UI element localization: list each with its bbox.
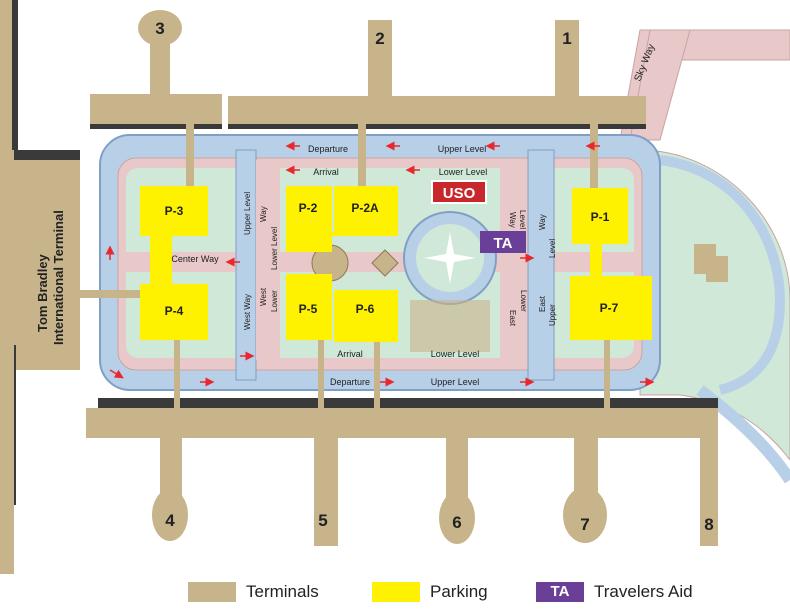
parking-p5[interactable] [286,274,332,340]
parking-p4[interactable] [140,284,208,340]
east-ramps [639,149,790,484]
west-label: West [259,287,268,306]
way-right-top-label: Way [508,212,517,228]
arrival-top-label: Arrival [313,167,339,177]
parking-p3[interactable] [140,186,208,236]
parking-p7[interactable] [570,276,652,340]
ta-label: TA [494,235,513,252]
terminal-7-label: 7 [580,515,589,534]
legend-ta-label: Travelers Aid [594,582,693,601]
upper-level-left-label: Upper Level [243,192,252,235]
terminal-5 [314,438,338,546]
terminal-2 [228,20,498,194]
terminal-2-label: 2 [375,29,384,48]
p3-label: P-3 [165,204,184,218]
upper-level-bottom-label: Upper Level [431,377,480,387]
tbit-label-line2: International Terminal [51,210,66,345]
tom-bradley-terminal [14,160,80,370]
legend-parking-label: Parking [430,582,488,601]
bottom-terminal-concourse [86,408,718,438]
p1-label: P-1 [591,210,610,224]
terminal-4-label: 4 [165,511,175,530]
east-lower-label: East [508,310,517,327]
traffic-arrows [105,141,655,387]
uso-badge[interactable] [431,180,487,204]
p5-label: P-5 [299,302,318,316]
terminal-8-label: 8 [704,515,713,534]
level-right-top-label: Level [518,210,527,229]
p4-label: P-4 [165,304,184,318]
upper-right-label: Upper [548,304,557,326]
parking-p1[interactable] [572,188,628,244]
lower-right-label: Lower [519,290,528,312]
p6-label: P-6 [356,302,375,316]
legend-terminals: Terminals [188,580,319,604]
travelers-aid-badge[interactable] [480,231,526,253]
level-right-label: Level [548,239,557,258]
lower-left2-label: Lower [270,290,279,312]
parking-p6[interactable] [334,290,398,342]
way-left-label: Way [259,206,268,222]
lower-level-left-label: Lower Level [270,227,279,270]
parking-p2a[interactable] [334,186,398,234]
east-upper-label: East [538,295,547,312]
departure-top-label: Departure [308,144,348,154]
tbit-label-line1: Tom Bradley [35,253,50,332]
airport-map: 3 2 1 4 5 6 7 8 Tom Bradley Internationa… [0,0,790,574]
center-way-label: Center Way [171,254,219,264]
theme-building-icon [424,232,476,284]
uso-label: USO [443,185,476,202]
lower-level-top-label: Lower Level [439,167,488,177]
legend-ta: TA Travelers Aid [536,580,693,604]
terminal-6-label: 6 [452,513,461,532]
west-way-road [235,149,257,381]
west-way-label: West Way [243,294,252,330]
parking-p2[interactable] [286,186,332,252]
ta-swatch: TA [536,582,584,602]
legend-parking: Parking [372,580,488,604]
terminal-3 [90,10,222,194]
legend-terminals-label: Terminals [246,582,319,601]
upper-level-top-label: Upper Level [438,144,487,154]
terminals-swatch [188,582,236,602]
terminal-3-label: 3 [155,19,164,38]
p2-label: P-2 [299,201,318,215]
p2a-label: P-2A [351,201,379,215]
terminal-5-label: 5 [318,511,327,530]
departure-bottom-label: Departure [330,377,370,387]
terminal-6 [439,438,475,544]
legend: Terminals Parking TA Travelers Aid [0,574,790,611]
p7-label: P-7 [600,301,619,315]
lower-level-bottom-label: Lower Level [431,349,480,359]
parking-swatch [372,582,420,602]
way-east-label: Way [538,214,547,230]
terminal-7 [563,438,607,543]
west-lower-road [256,160,280,360]
terminal-1 [490,20,646,194]
terminal-4 [152,438,188,541]
arrival-bottom-label: Arrival [337,349,363,359]
terminal-1-label: 1 [562,29,571,48]
east-lower-road [500,160,528,360]
east-way-road [527,149,555,381]
